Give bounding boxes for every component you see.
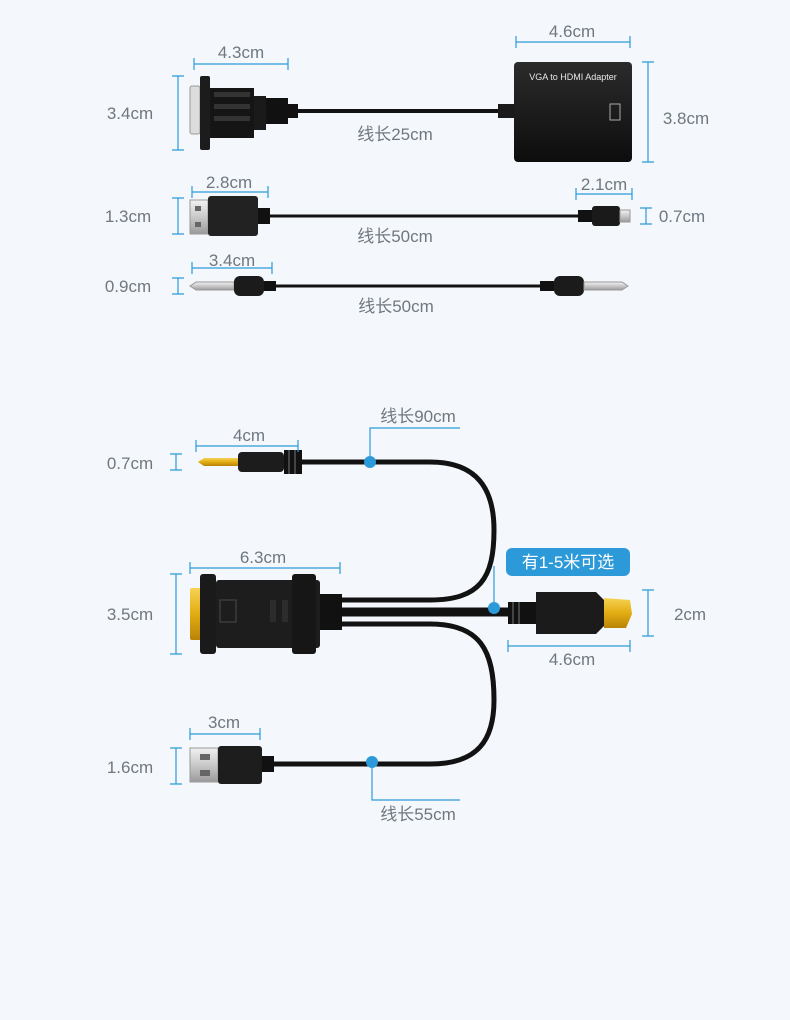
marker-dot — [366, 756, 378, 768]
usb-height-label: 1.3cm — [105, 207, 151, 226]
dimension-line — [515, 36, 631, 48]
dimension-line — [642, 61, 654, 163]
vga-width-label: 4.3cm — [218, 43, 264, 62]
combo-cable-diagram: 线长90cm 有1-5米可选 线长55cm 4cm 0.7cm 6.3cm 3.… — [107, 407, 706, 824]
audio-jack-icon — [198, 450, 302, 474]
usb-width-label: 2.8cm — [206, 173, 252, 192]
usb-connector-icon — [189, 196, 270, 236]
usb-power-row: 2.8cm 1.3cm 线长50cm 2.1cm 0.7cm — [105, 173, 705, 246]
vga-height-label: 3.5cm — [107, 605, 153, 624]
audio-cable-row: 3.4cm 0.9cm 线长50cm — [105, 251, 629, 316]
hdmi-connector-icon — [508, 592, 632, 634]
dimension-line — [642, 589, 654, 637]
dimension-line — [640, 207, 652, 225]
micro-width-label: 2.1cm — [581, 175, 627, 194]
dimension-line — [507, 640, 631, 652]
adapter-box-icon — [498, 62, 632, 162]
dimension-line — [189, 728, 261, 740]
leader-line — [371, 768, 460, 801]
marker-dot — [488, 602, 500, 614]
marker-dot — [364, 456, 376, 468]
audio-jack-icon — [540, 276, 629, 296]
option-badge — [506, 548, 630, 576]
vga-width-label: 6.3cm — [240, 548, 286, 567]
cable-length-label: 线长55cm — [380, 805, 456, 824]
cable-length-label: 线长50cm — [357, 227, 433, 246]
cable-length-label: 线长25cm — [357, 125, 433, 144]
micro-usb-connector-icon — [578, 206, 631, 226]
cable-line — [297, 459, 497, 603]
audio-width-label: 4cm — [233, 426, 265, 445]
audio-height-label: 0.7cm — [107, 454, 153, 473]
hdmi-height-label: 2cm — [674, 605, 706, 624]
dimension-line — [195, 440, 299, 452]
cable-length-label: 线长50cm — [358, 297, 434, 316]
vga-connector-icon — [190, 574, 342, 654]
leader-line — [369, 427, 460, 456]
audio-jack-icon — [189, 276, 276, 296]
cable-length-label: 线长90cm — [380, 407, 456, 426]
vga-connector-icon — [189, 76, 298, 150]
audio-height-label: 0.9cm — [105, 277, 151, 296]
dimension-line — [170, 747, 182, 785]
micro-height-label: 0.7cm — [659, 207, 705, 226]
adapter-height-label: 3.8cm — [663, 109, 709, 128]
usb-connector-icon — [189, 746, 274, 784]
dimension-line — [172, 277, 184, 295]
dimension-line — [170, 573, 182, 655]
usb-width-label: 3cm — [208, 713, 240, 732]
audio-width-label: 3.4cm — [209, 251, 255, 270]
dimension-line — [191, 262, 273, 274]
usb-height-label: 1.6cm — [107, 758, 153, 777]
cable-line — [267, 621, 497, 767]
dimension-line — [172, 197, 184, 235]
vga-height-label: 3.4cm — [107, 104, 153, 123]
dimension-line — [170, 453, 182, 471]
dimension-line — [189, 562, 341, 574]
vga-adapter-row: VGA to HDMI Adapter 4.3cm 3.4cm 线长25cm 4… — [107, 22, 709, 163]
hdmi-width-label: 4.6cm — [549, 650, 595, 669]
option-badge-label: 有1-5米可选 — [522, 553, 615, 572]
adapter-label: VGA to HDMI Adapter — [529, 72, 617, 82]
adapter-width-label: 4.6cm — [549, 22, 595, 41]
dimension-line — [172, 75, 184, 151]
dimension-line — [193, 58, 289, 70]
dimension-line — [575, 188, 633, 200]
dimension-line — [191, 186, 269, 198]
